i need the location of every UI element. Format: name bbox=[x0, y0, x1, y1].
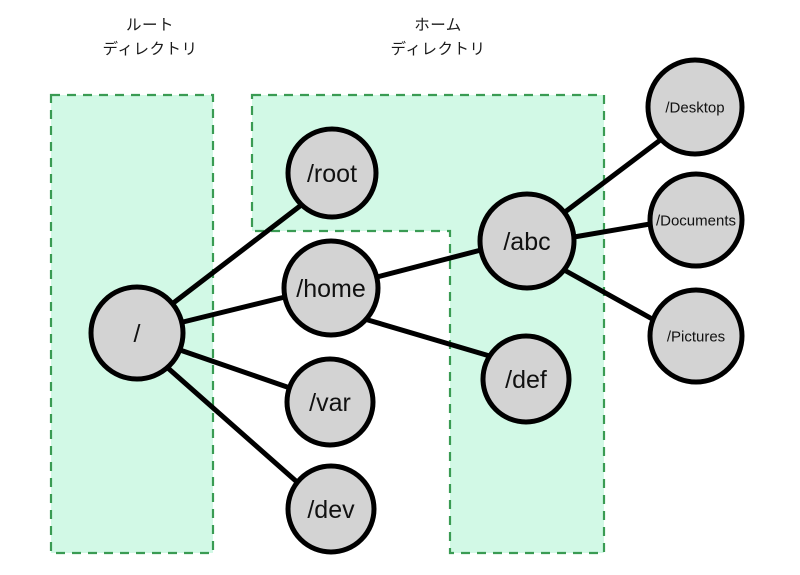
node-dev[interactable]: /dev bbox=[285, 463, 377, 555]
node-documents[interactable]: /Documents bbox=[647, 171, 745, 269]
nodes-layer: / /root/home/var/dev/abc/def/Desktop/Docu… bbox=[88, 57, 745, 555]
node-pictures-label: /Pictures bbox=[667, 329, 725, 346]
node-desktop[interactable]: /Desktop bbox=[645, 57, 745, 157]
edge-abc-to-pictures bbox=[563, 268, 657, 323]
node-pictures-circle[interactable] bbox=[647, 287, 745, 385]
edge-root-to-var bbox=[177, 347, 293, 391]
node-root-label: / bbox=[134, 320, 141, 348]
edge-abc-to-documents bbox=[571, 221, 653, 240]
node-root[interactable]: / bbox=[88, 284, 186, 382]
node-home-circle[interactable] bbox=[281, 238, 381, 338]
home-directory-caption: ホームディレクトリ bbox=[348, 14, 528, 62]
node-documents-label: /Documents bbox=[656, 213, 736, 230]
edge-root-to-rootdir bbox=[169, 203, 303, 307]
node-home-label: /home bbox=[296, 275, 365, 303]
node-pictures[interactable]: /Pictures bbox=[647, 287, 745, 385]
edge-home-to-abc bbox=[374, 247, 484, 280]
node-rootdir-label: /root bbox=[307, 160, 357, 188]
node-documents-circle[interactable] bbox=[647, 171, 745, 269]
node-var-label: /var bbox=[309, 389, 351, 417]
root-directory-caption: ルートディレクトリ bbox=[60, 14, 240, 62]
edges-layer bbox=[166, 138, 662, 485]
node-abc[interactable]: /abc bbox=[477, 191, 577, 291]
node-desktop-circle[interactable] bbox=[645, 57, 745, 157]
root-directory-caption-line2: ディレクトリ bbox=[102, 41, 198, 59]
node-def-circle[interactable] bbox=[480, 333, 572, 425]
node-home[interactable]: /home bbox=[281, 238, 381, 338]
node-rootdir[interactable]: /root bbox=[285, 126, 379, 220]
node-def-label: /def bbox=[505, 366, 547, 394]
node-abc-circle[interactable] bbox=[477, 191, 577, 291]
edge-root-to-dev bbox=[166, 366, 300, 485]
home-directory-caption-line1: ホーム bbox=[414, 17, 462, 34]
node-dev-circle[interactable] bbox=[285, 463, 377, 555]
node-rootdir-circle[interactable] bbox=[285, 126, 379, 220]
node-dev-label: /dev bbox=[307, 496, 355, 524]
node-var-circle[interactable] bbox=[284, 356, 376, 448]
edge-abc-to-desktop bbox=[558, 138, 662, 218]
node-abc-label: /abc bbox=[503, 228, 550, 256]
node-var[interactable]: /var bbox=[284, 356, 376, 448]
node-def[interactable]: /def bbox=[480, 333, 572, 425]
node-desktop-label: /Desktop bbox=[665, 100, 724, 117]
edge-root-to-home bbox=[180, 294, 288, 325]
home-directory-caption-line2: ディレクトリ bbox=[390, 41, 486, 59]
root-directory-caption-line1: ルート bbox=[125, 17, 174, 34]
edge-home-to-def bbox=[365, 317, 496, 360]
node-root-circle[interactable] bbox=[88, 284, 186, 382]
